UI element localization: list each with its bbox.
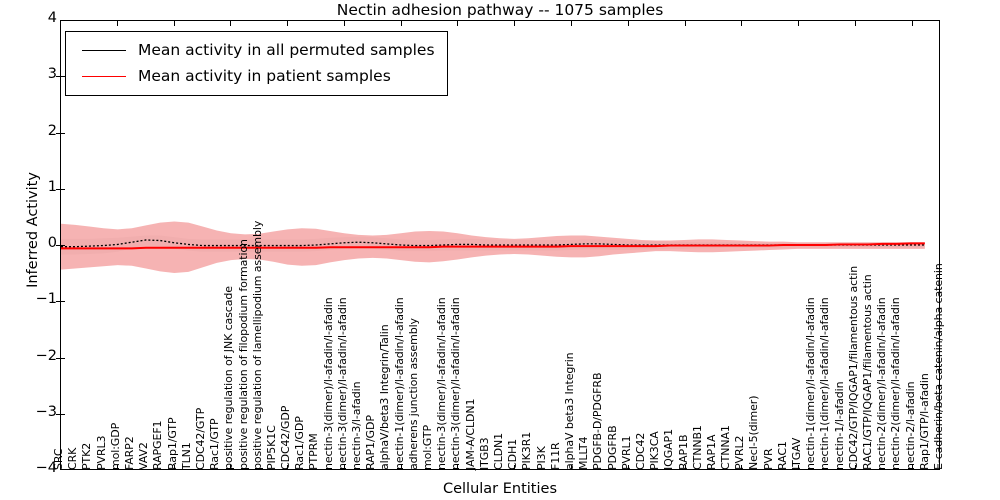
y-tick-mark-inner xyxy=(60,413,65,415)
page-title: Nectin adhesion pathway -- 1075 samples xyxy=(336,1,664,19)
legend-item-permuted: Mean activity in all permuted samples xyxy=(74,37,435,63)
y-tick-mark-inner xyxy=(60,301,65,303)
y-tick-mark-inner xyxy=(60,132,65,134)
y-tick-label: −4 xyxy=(35,460,57,476)
legend-swatch-permuted xyxy=(82,49,126,51)
y-tick-mark-inner xyxy=(60,188,65,190)
legend-label-patient: Mean activity in patient samples xyxy=(138,67,391,85)
y-tick-label: 4 xyxy=(47,10,57,26)
y-axis-title: Inferred Activity xyxy=(25,172,41,288)
y-tick-mark xyxy=(56,132,61,134)
y-tick-label: 0 xyxy=(47,235,57,251)
y-tick-mark-inner xyxy=(60,357,65,359)
y-tick-mark xyxy=(56,188,61,190)
y-tick-mark-inner xyxy=(60,76,65,78)
x-axis-title: Cellular Entities xyxy=(442,481,558,497)
y-tick-label: 1 xyxy=(47,178,57,195)
y-tick-mark xyxy=(56,76,61,78)
legend-item-patient: Mean activity in patient samples xyxy=(74,63,435,89)
y-tick-label: 3 xyxy=(47,66,57,83)
chart-legend: Mean activity in all permuted samples Me… xyxy=(65,31,448,96)
y-tick-label: −1 xyxy=(35,291,57,308)
y-tick-label: 2 xyxy=(47,122,57,139)
y-tick-mark xyxy=(56,357,61,359)
y-tick-mark xyxy=(56,301,61,303)
plot-canvas xyxy=(61,221,925,273)
legend-label-permuted: Mean activity in all permuted samples xyxy=(138,41,435,59)
legend-swatch-patient xyxy=(82,75,126,77)
y-tick-label: −3 xyxy=(35,403,57,420)
y-tick-mark xyxy=(56,413,61,415)
y-tick-label: −2 xyxy=(35,347,57,364)
y-tick-mark-inner xyxy=(60,245,65,246)
y-tick-mark xyxy=(56,245,61,246)
